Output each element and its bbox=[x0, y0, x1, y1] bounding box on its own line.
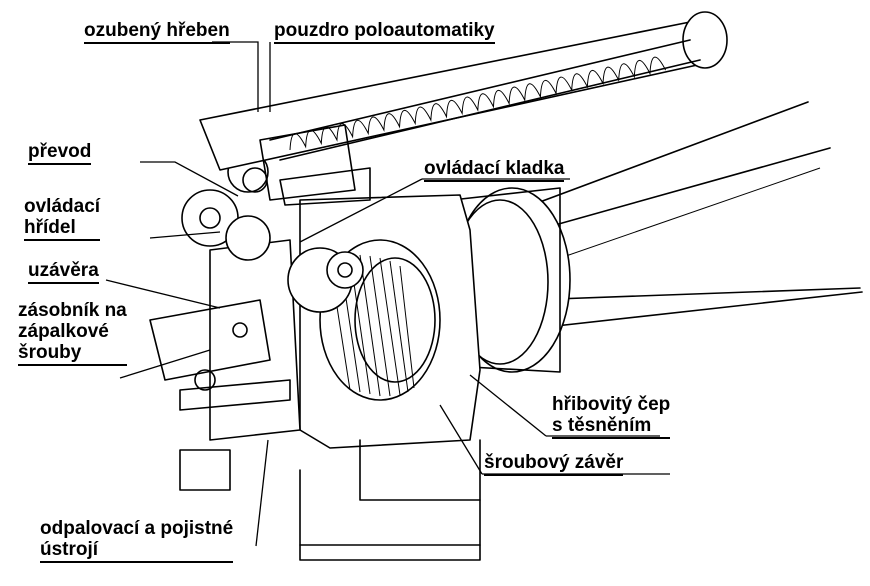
label-gear-text: převod bbox=[28, 141, 92, 165]
recoil-spring bbox=[289, 56, 667, 151]
label-semiauto-housing-text: pouzdro poloautomatiky bbox=[274, 20, 495, 44]
label-magazine: zásobník na zápalkové šrouby bbox=[18, 300, 127, 366]
control-roller bbox=[287, 247, 364, 313]
label-magazine-line3: šrouby bbox=[18, 342, 127, 366]
label-magazine-line2: zápalkové bbox=[18, 321, 109, 342]
label-magazine-line1: zásobník na bbox=[18, 300, 127, 321]
label-mushroom-line1: hřibovitý čep bbox=[552, 394, 671, 415]
label-gear: převod bbox=[28, 141, 92, 165]
breech-ring bbox=[451, 187, 571, 373]
label-rack-text: ozubený hřeben bbox=[84, 20, 230, 44]
label-mushroom-line2: s těsněním bbox=[552, 415, 671, 439]
label-control-shaft-line1: ovládací bbox=[24, 196, 101, 217]
label-control-roller-text: ovládací kladka bbox=[424, 158, 565, 182]
label-control-shaft: ovládací hřídel bbox=[24, 196, 101, 241]
label-firing-line1: odpalovací a pojistné bbox=[40, 518, 234, 539]
label-screw-breech-text: šroubový závěr bbox=[484, 452, 624, 476]
label-control-shaft-line2: hřídel bbox=[24, 217, 101, 241]
label-lock-text: uzávěra bbox=[28, 260, 99, 284]
label-control-roller: ovládací kladka bbox=[424, 158, 565, 182]
label-rack: ozubený hřeben bbox=[84, 20, 230, 44]
semiauto-housing bbox=[199, 11, 728, 206]
label-mushroom-pin: hřibovitý čep s těsněním bbox=[552, 394, 671, 439]
label-semiauto-housing: pouzdro poloautomatiky bbox=[274, 20, 495, 44]
label-screw-breech: šroubový závěr bbox=[484, 452, 624, 476]
label-firing-mechanism: odpalovací a pojistné ústrojí bbox=[40, 518, 234, 563]
label-firing-line2: ústrojí bbox=[40, 539, 234, 563]
label-lock: uzávěra bbox=[28, 260, 99, 284]
side-plate bbox=[149, 239, 301, 491]
